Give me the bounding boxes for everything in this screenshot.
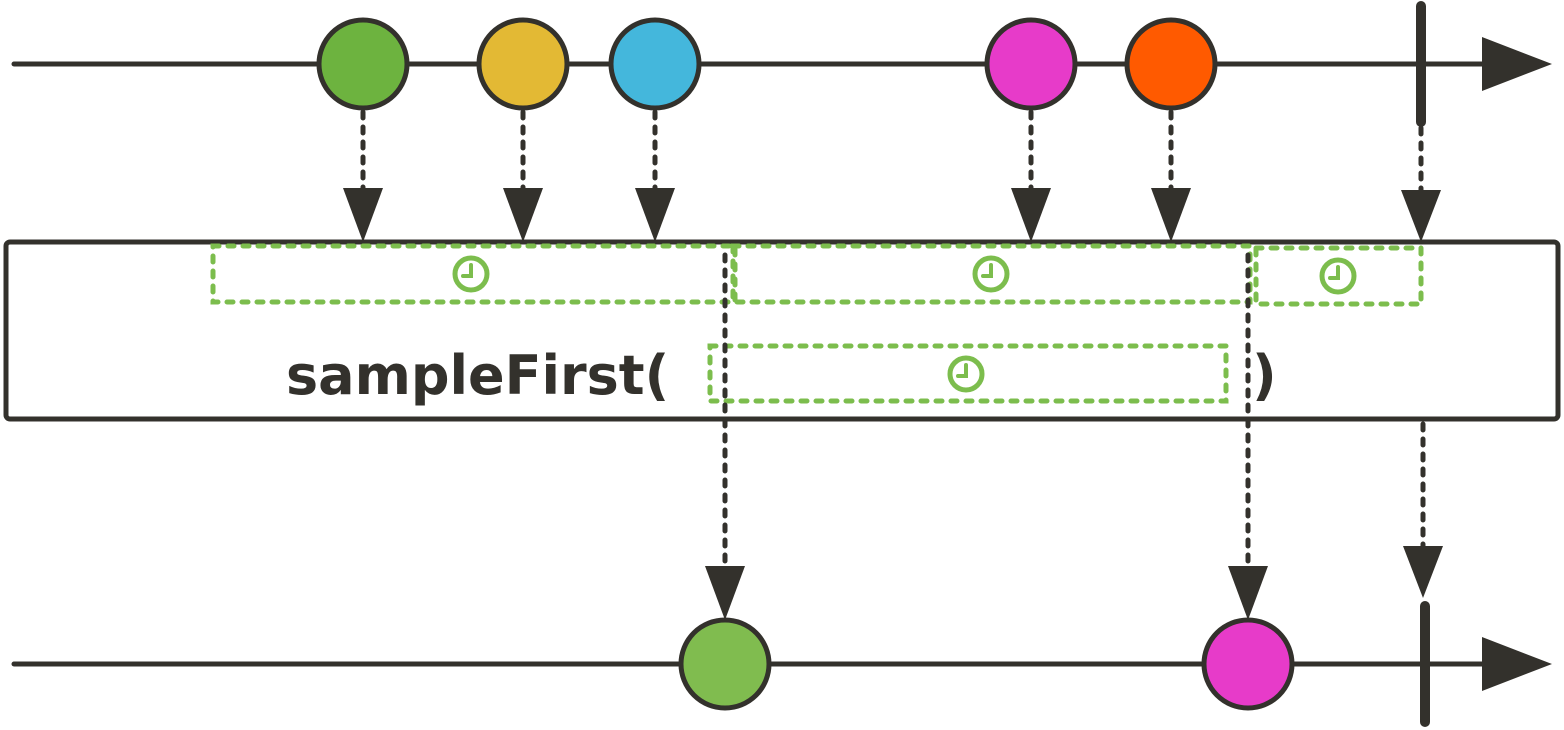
result-completion-arrow-head-icon [1403, 546, 1443, 598]
source-completion-arrow-head-icon [1401, 190, 1441, 242]
result-arrow-2-head-icon [1228, 566, 1268, 620]
source-arrow-head-icon [1482, 37, 1552, 91]
sample-window-1 [210, 243, 738, 305]
source-timeline [11, 1, 1552, 127]
clock-icon [1319, 257, 1357, 295]
clock-icon [452, 255, 490, 293]
clock-icon [972, 255, 1010, 293]
operator-box: sampleFirst( ) [3, 239, 1561, 422]
result-marble-2 [1201, 617, 1295, 711]
source-arrow-3-head-icon [635, 188, 675, 242]
operator-name: sampleFirst( [286, 344, 669, 407]
source-arrow-2-head-icon [503, 188, 543, 242]
sample-window-3 [1253, 245, 1424, 307]
source-arrow-1-head-icon [343, 188, 383, 242]
operator-to-result-arrows [705, 252, 1443, 620]
source-events [316, 17, 1218, 111]
clock-icon [947, 355, 985, 393]
source-marble-5 [1124, 17, 1218, 111]
result-marble-1 [678, 617, 772, 711]
source-to-operator-arrows [343, 109, 1441, 242]
result-arrow-head-icon [1482, 637, 1552, 691]
source-arrow-5-head-icon [1151, 188, 1191, 242]
result-arrow-1-head-icon [705, 566, 745, 620]
operator-close-paren: ) [1252, 344, 1277, 407]
source-marble-4 [984, 17, 1078, 111]
source-marble-3 [608, 17, 702, 111]
source-arrow-4-head-icon [1011, 188, 1051, 242]
source-marble-2 [476, 17, 570, 111]
source-marble-1 [316, 17, 410, 111]
result-timeline [11, 601, 1552, 727]
